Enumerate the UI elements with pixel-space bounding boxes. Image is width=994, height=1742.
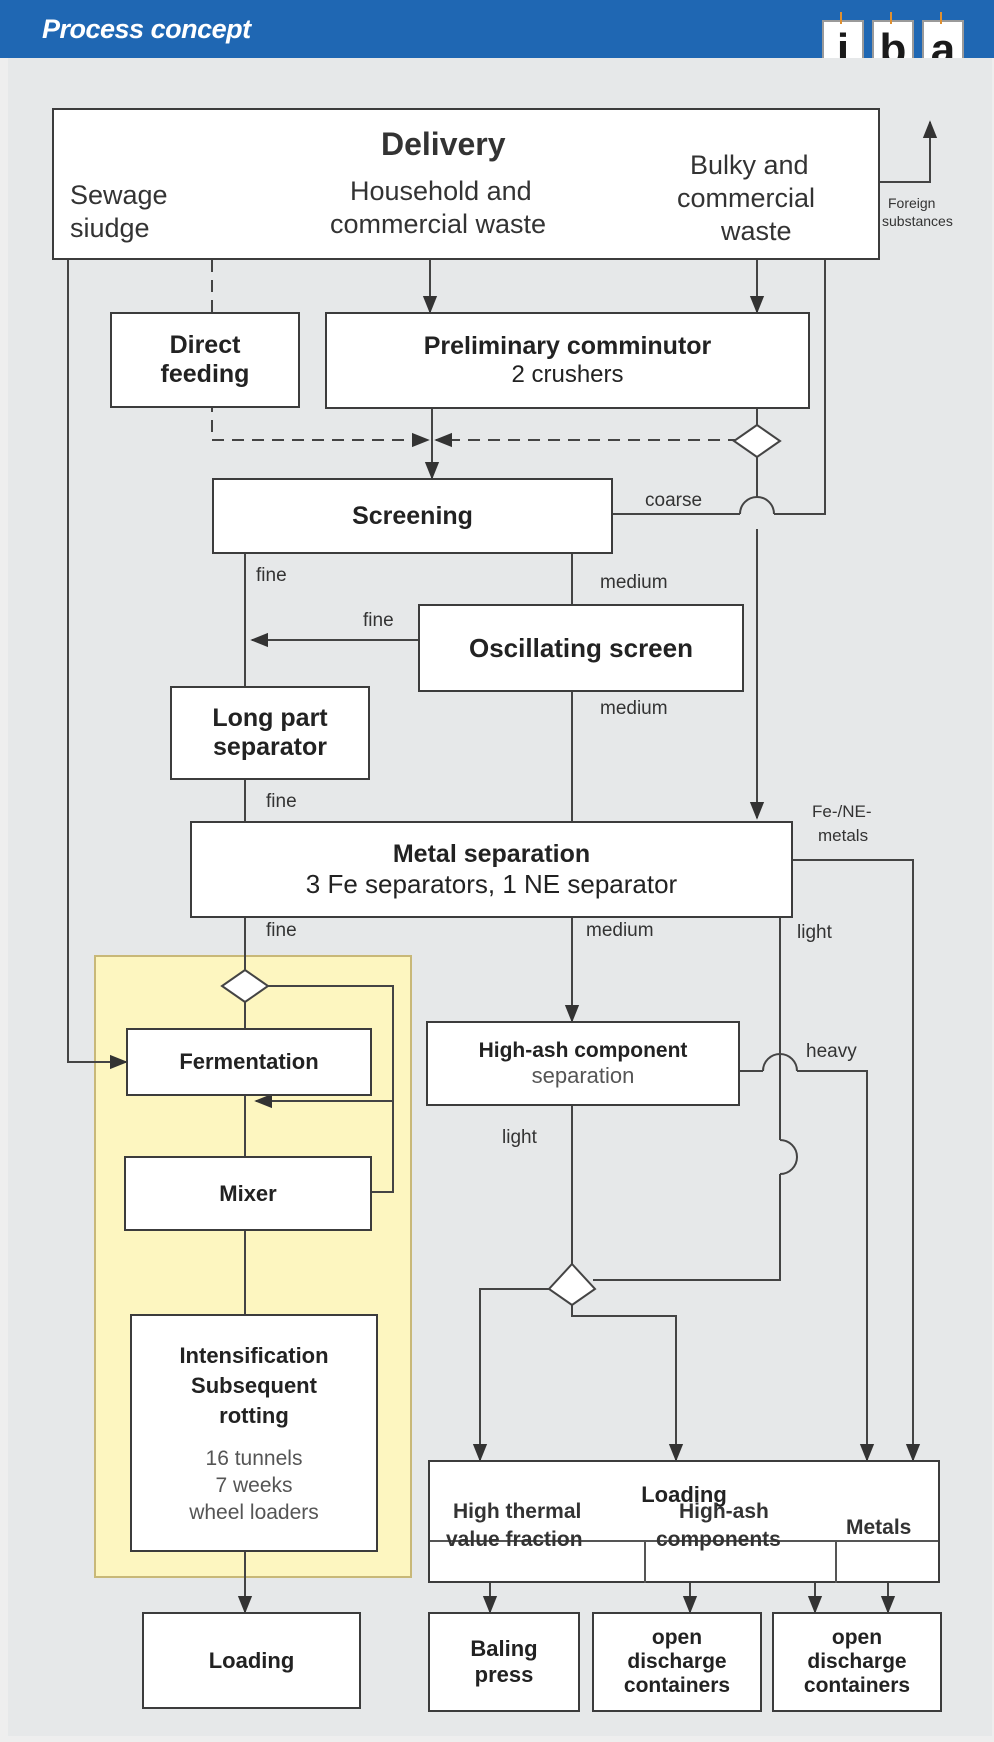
screening-box: Screening <box>212 478 613 554</box>
intensification-box: Intensification Subsequent rotting 16 tu… <box>130 1314 378 1552</box>
loading-col-3-line-1: Metals <box>846 1516 912 1539</box>
flow-label-medium-metal: medium <box>586 920 654 941</box>
comminutor-sub: 2 crushers <box>511 361 624 388</box>
loading-col-2-line-1: High-ash <box>679 1500 769 1523</box>
metal-separation-title: Metal separation <box>392 839 591 868</box>
open2-label-2: discharge <box>807 1650 907 1673</box>
open1-label-3: containers <box>623 1674 731 1697</box>
sewage-label-1: Sewage <box>70 180 168 210</box>
flow-label-coarse: coarse <box>645 490 703 511</box>
logo-tick <box>940 12 942 24</box>
direct-feeding-label-2: feeding <box>160 360 250 388</box>
flow-label-fine-long-part: fine <box>266 791 297 812</box>
high-ash-separation-box: High-ash component separation <box>426 1021 740 1106</box>
baling-press-box: Baling press <box>428 1612 580 1712</box>
decision-diamond-rotting <box>220 968 270 1004</box>
mixer-label: Mixer <box>219 1180 277 1206</box>
bulky-label-2: commercial <box>677 183 816 213</box>
loading-col-2-line-2: components <box>656 1528 781 1551</box>
baling-label-1: Baling <box>470 1636 538 1661</box>
loading-left-label: Loading <box>208 1647 295 1673</box>
open1-label-2: discharge <box>627 1650 727 1673</box>
loading-col-divider <box>835 1540 837 1583</box>
flow-label-fine-oscillating: fine <box>363 610 394 631</box>
mixer-box: Mixer <box>124 1156 372 1231</box>
loading-col-1-line-2: value fraction <box>446 1528 583 1551</box>
decision-diamond-comminutor <box>732 423 782 459</box>
loading-col-1-line-1: High thermal <box>453 1500 582 1523</box>
foreign-label-2: substances <box>882 213 953 229</box>
flow-label-fe-ne-2: metals <box>818 826 869 845</box>
high-ash-title: High-ash component <box>478 1038 688 1062</box>
loading-left-box: Loading <box>142 1612 361 1709</box>
flow-label-light-metal: light <box>797 922 832 943</box>
intensification-title-1: Intensification <box>179 1342 329 1368</box>
logo-tick <box>890 12 892 24</box>
flow-label-heavy: heavy <box>806 1041 857 1062</box>
fermentation-label: Fermentation <box>179 1049 319 1074</box>
flow-label-fine-screening: fine <box>256 565 287 586</box>
open2-label-1: open <box>831 1626 883 1649</box>
foreign-label-1: Foreign <box>888 195 936 211</box>
delivery-box <box>52 108 880 260</box>
open2-label-3: containers <box>803 1674 911 1697</box>
loading-col-divider <box>644 1540 646 1583</box>
loading-divider <box>430 1540 938 1542</box>
intensification-title-3: rotting <box>219 1402 289 1428</box>
header-title: Process concept <box>42 14 251 44</box>
long-part-label-1: Long part <box>212 704 328 732</box>
direct-feeding-box: Direct feeding <box>110 312 300 408</box>
comminutor-title: Preliminary comminutor <box>423 332 712 360</box>
flow-label-fe-ne-1: Fe-/NE- <box>812 802 872 821</box>
intensification-detail-2: 7 weeks <box>215 1473 293 1497</box>
decision-diamond-light <box>547 1262 597 1307</box>
intensification-title-2: Subsequent <box>191 1372 317 1398</box>
loading-right-title: Loading <box>641 1482 727 1507</box>
metal-separation-box: Metal separation 3 Fe separators, 1 NE s… <box>190 821 793 918</box>
bulky-label-1: Bulky and <box>690 150 809 180</box>
intensification-detail-3: wheel loaders <box>189 1500 319 1524</box>
direct-feeding-label-1: Direct <box>169 331 241 359</box>
oscillating-screen-box: Oscillating screen <box>418 604 744 692</box>
flow-label-light-high-ash: light <box>502 1127 537 1148</box>
open-containers-box-1: open discharge containers <box>592 1612 762 1712</box>
delivery-title: Delivery <box>381 126 506 162</box>
oscillating-screen-label: Oscillating screen <box>469 632 693 663</box>
sewage-label-2: siudge <box>70 213 150 243</box>
bulky-label-3: waste <box>721 216 792 246</box>
intensification-detail-1: 16 tunnels <box>205 1446 303 1470</box>
household-label-2: commercial waste <box>330 209 547 239</box>
screening-label: Screening <box>352 501 473 530</box>
loading-right-box: Loading <box>428 1460 940 1583</box>
baling-label-2: press <box>474 1662 534 1687</box>
long-part-separator-box: Long part separator <box>170 686 370 780</box>
household-label-1: Household and <box>350 176 532 206</box>
open-containers-box-2: open discharge containers <box>772 1612 942 1712</box>
flow-label-medium-screening: medium <box>600 572 668 593</box>
high-ash-sub: separation <box>531 1062 635 1088</box>
long-part-label-2: separator <box>213 733 327 761</box>
comminutor-box: Preliminary comminutor 2 crushers <box>325 312 810 409</box>
fermentation-box: Fermentation <box>126 1028 372 1096</box>
flow-label-fine-metal: fine <box>266 920 297 941</box>
open1-label-1: open <box>651 1626 703 1649</box>
logo-tick <box>840 12 842 24</box>
flow-label-medium-oscillating: medium <box>600 698 668 719</box>
metal-separation-sub: 3 Fe separators, 1 NE separator <box>305 868 678 899</box>
